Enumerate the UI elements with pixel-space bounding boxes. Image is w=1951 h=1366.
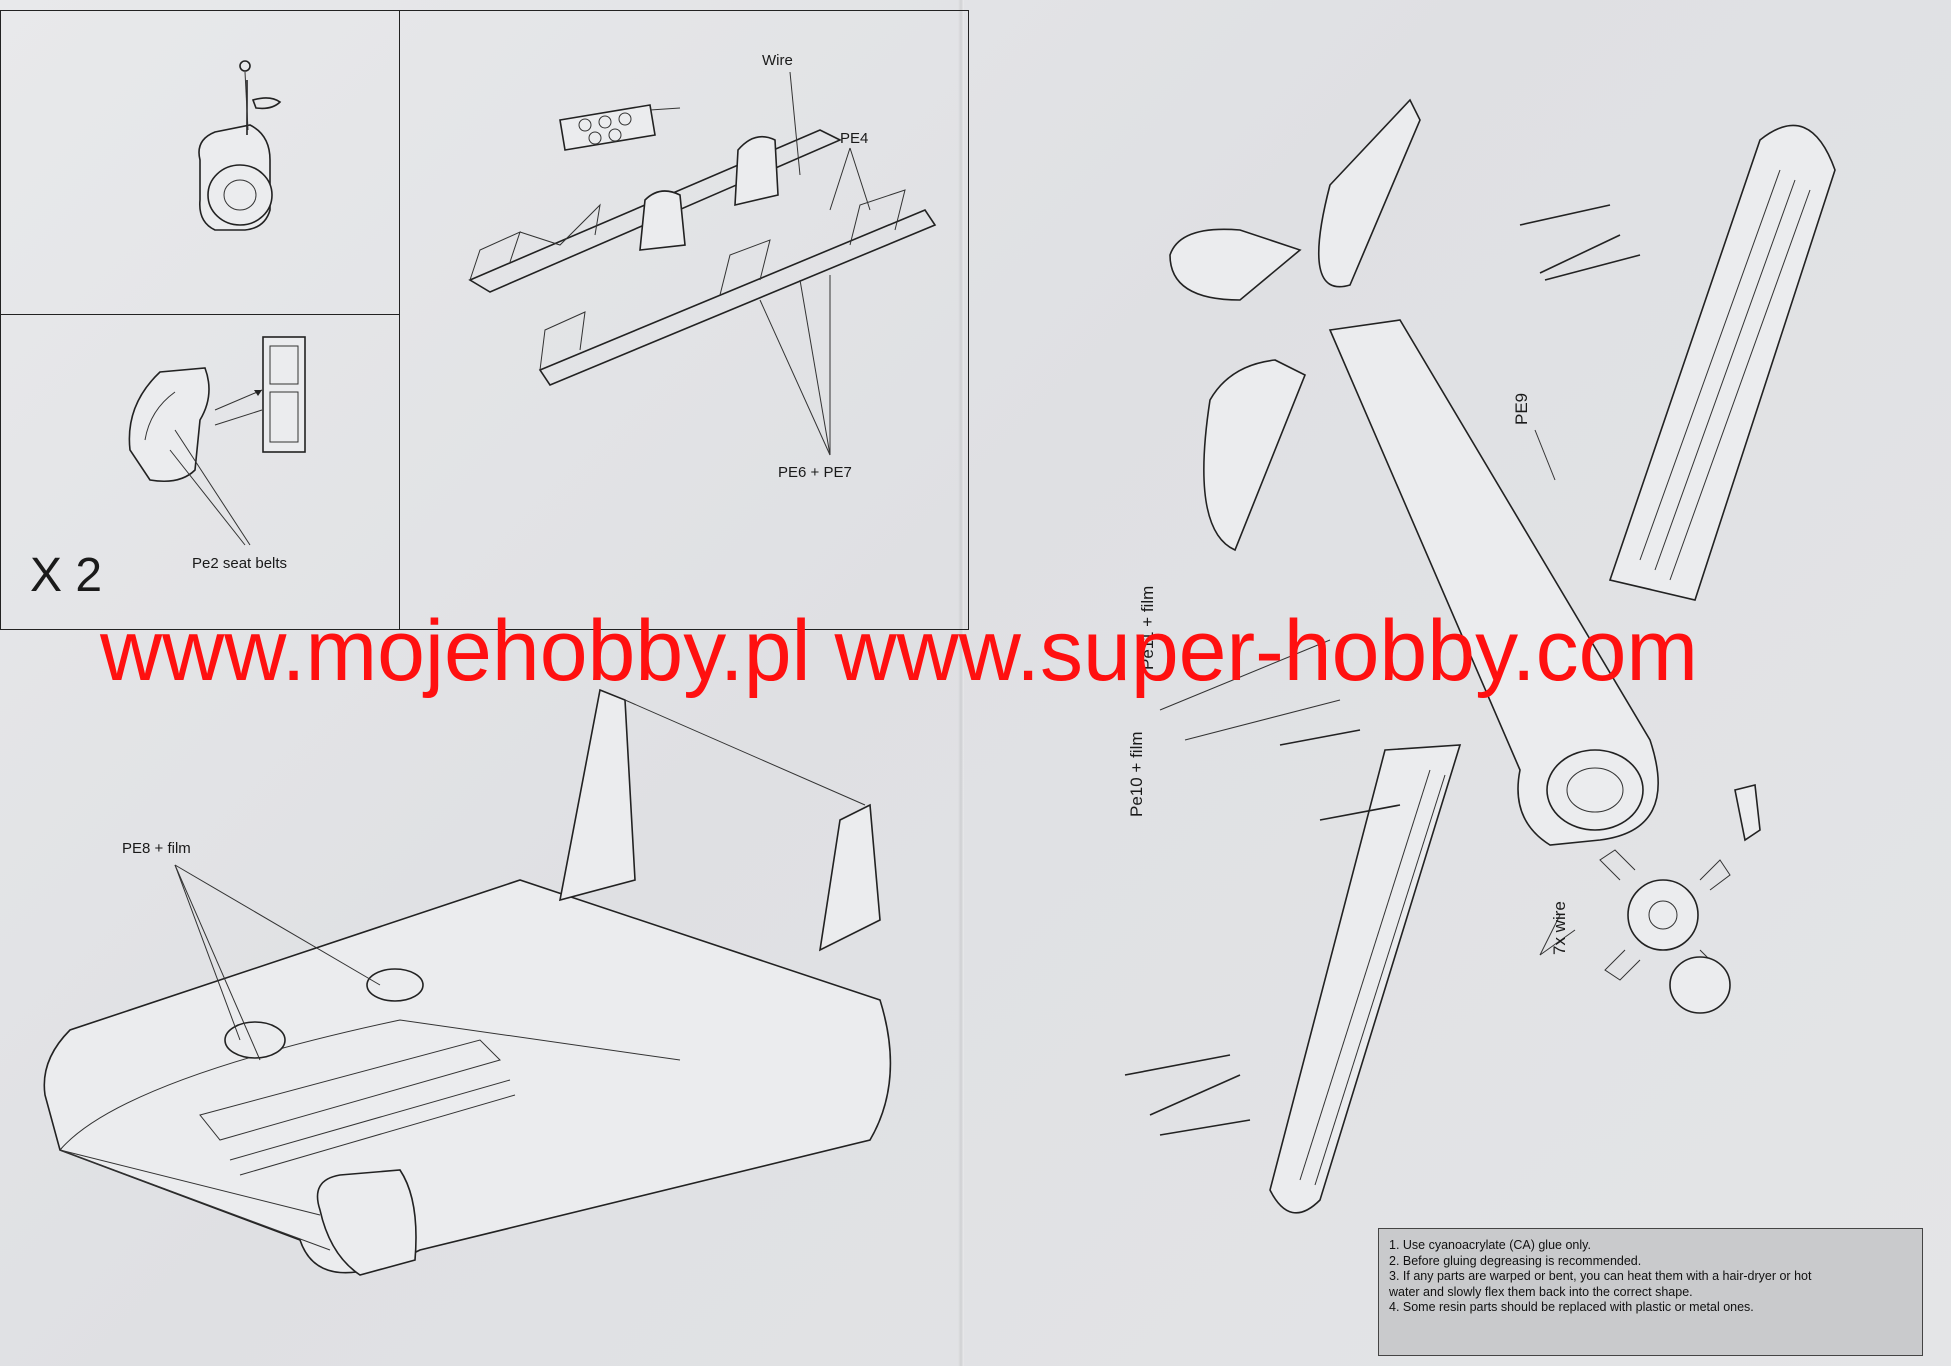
paper-fold — [958, 0, 964, 1366]
label-pe6-pe7: PE6 + PE7 — [778, 464, 852, 481]
instructions-notes-box: 1. Use cyanoacrylate (CA) glue only. 2. … — [1378, 1228, 1923, 1356]
cockpit-frame-drawing — [468, 71, 937, 456]
note-item: 2. Before gluing degreasing is recommend… — [1389, 1253, 1642, 1268]
note-item: water and slowly flex them back into the… — [1389, 1284, 1693, 1299]
fuselage-drawing — [43, 688, 892, 1276]
note-item: 4. Some resin parts should be replaced w… — [1389, 1300, 1754, 1314]
label-pe9: PE9 — [1512, 392, 1531, 425]
watermark-urls: www.mojehobby.pl www.super-hobby.com — [100, 603, 1699, 699]
note-item: 3. If any parts are warped or bent, you … — [1389, 1269, 1812, 1283]
seat-drawing — [128, 336, 306, 546]
engine-part-drawing — [198, 60, 282, 231]
label-pe8-film: PE8 + film — [122, 840, 191, 857]
panel-top-center — [399, 10, 969, 630]
note-item: 1. Use cyanoacrylate (CA) glue only. — [1389, 1238, 1591, 1252]
label-pe2-seat-belts: Pe2 seat belts — [192, 555, 288, 572]
label-7x-wire: 7x wire — [1550, 901, 1569, 955]
aircraft-drawing — [1124, 98, 1836, 1214]
label-wire: Wire — [762, 52, 793, 69]
label-pe10-film: Pe10 + film — [1127, 731, 1146, 817]
label-multiplier: X 2 — [30, 549, 103, 602]
label-pe4: PE4 — [840, 130, 869, 147]
